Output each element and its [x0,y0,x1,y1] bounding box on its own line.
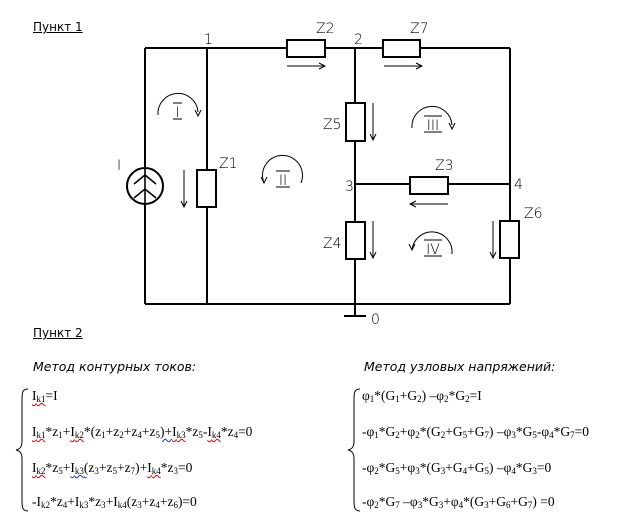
node-label-1: 1 [204,32,213,48]
z2-label: Z2 [316,21,335,37]
arrow-z5-icon [369,103,377,142]
section-1-heading: Пункт 1 [33,20,83,34]
circuit-diagram: I II III IV I 1 2 3 4 0 Z1 Z2 Z7 Z5 Z3 Z… [117,21,543,328]
nodal-equation-3: -φ2*G5+φ3*(G3+G4+G5) –φ4*G3=0 [362,460,552,476]
mesh-equation-4: -Ik2*z4+Ik3*z3+Ik4(z3+z4+z6)=0 [32,494,197,510]
resistor-z2 [286,39,326,58]
loop-arrow-4-icon [408,231,453,255]
z3-label: Z3 [435,158,454,174]
resistor-z3 [409,176,449,195]
arrow-z3-icon [408,200,448,208]
arrow-z7-icon [384,62,424,70]
nodal-system-brace [347,388,361,512]
z7-label: Z7 [410,21,429,37]
nodal-method-title: Метод узловых напряжений: [364,359,556,374]
loop-arrow-3-icon [411,105,456,131]
node-label-0: 0 [371,312,380,328]
mesh-equation-3: Ik2*z5+Ik3(z3+z5+z7)+Ik4*z3=0 [32,460,193,476]
loop-label-1: I [175,105,179,121]
source-label: I [117,158,121,174]
loop-label-2: II [279,173,287,189]
loop-arrow-1-icon [157,92,202,118]
resistor-z1 [196,169,217,208]
resistor-z7 [382,39,421,58]
mesh-equation-1: Ik1=I [32,388,58,404]
z5-label: Z5 [323,117,342,133]
node-label-4: 4 [514,177,523,193]
node-label-3: 3 [345,179,354,195]
resistor-z4 [345,221,366,260]
arrow-z1-icon [180,170,188,209]
arrow-z4-icon [369,221,377,260]
node-label-2: 2 [354,32,363,48]
z4-label: Z4 [323,236,342,252]
mesh-method-title: Метод контурных токов: [33,359,197,374]
section-2-heading: Пункт 2 [33,326,83,340]
arrow-z2-icon [287,62,327,70]
z1-label: Z1 [219,156,238,172]
nodal-equation-1: φ1*(G1+G2) –φ2*G2=I [362,388,482,404]
nodal-equation-2: -φ1*G2+φ2*(G2+G5+G7) –φ3*G5-φ4*G7=0 [362,424,590,440]
loop-label-4: IV [426,242,440,258]
z6-label: Z6 [524,206,543,222]
nodal-equation-4: -φ2*G7 –φ3*G3+φ4*(G3+G6+G7) =0 [362,494,555,510]
mesh-system-brace [15,388,29,512]
loop-label-3: III [427,118,439,134]
arrow-z6-icon [489,221,497,260]
mesh-equation-2: Ik1*z1+Ik2*(z1+z2+z4+z5)+Ik3*z5-Ik4*z4=0 [32,424,253,440]
loop-arrow-2-icon [260,154,303,185]
resistor-z5 [345,102,366,142]
resistor-z6 [499,220,520,259]
